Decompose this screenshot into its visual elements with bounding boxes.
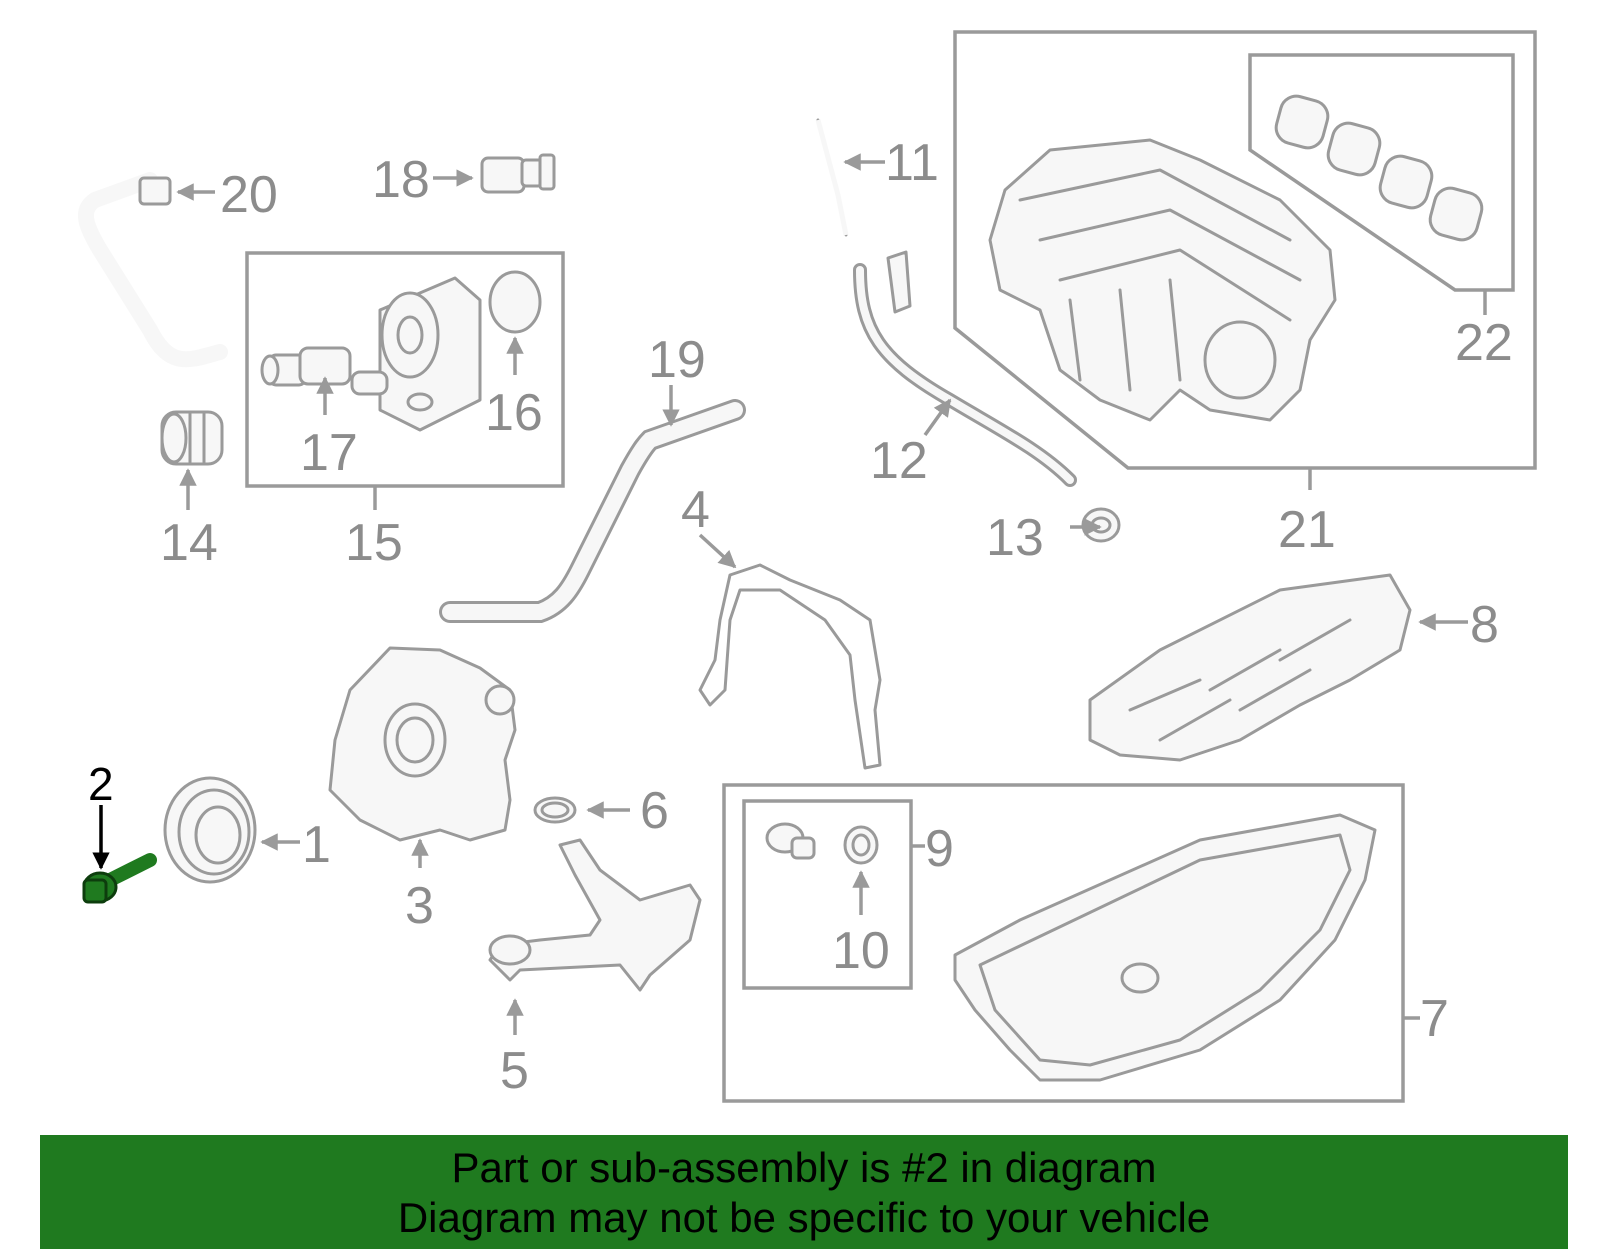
callout-4: 4 [681,481,710,539]
washer-part-10 [843,825,879,865]
callout-19: 19 [648,331,706,389]
callout-2: 2 [88,758,114,810]
callout-7: 7 [1420,990,1449,1048]
group-box-15 [245,251,565,488]
callout-10: 10 [832,922,890,980]
callout-9: 9 [925,820,954,878]
oil-pump-part-3 [328,646,517,842]
pulley-part-1 [163,776,257,884]
callout-5: 5 [500,1042,529,1100]
oil-filter-part-14 [160,410,224,466]
gaskets-part-22 [1274,94,1484,242]
callout-6: 6 [640,782,669,840]
banner-line-2: Diagram may not be specific to your vehi… [397,1194,1211,1241]
callout-21: 21 [1278,501,1336,559]
bolt-part-2 [82,853,157,904]
callout-8: 8 [1470,596,1499,654]
callout-11: 11 [885,134,939,192]
oil-cooler-part-15 [350,276,482,432]
callout-1: 1 [302,816,331,874]
callout-17: 17 [300,424,358,482]
group-box-21 [953,30,1537,470]
o-ring-part-16 [488,270,542,334]
intake-manifold-part-21 [988,138,1337,422]
callout-numbers: 1 2 3 4 5 6 7 8 9 10 11 12 13 14 15 16 1… [88,134,1513,1100]
callout-12: 12 [870,432,928,490]
baffle-part-8 [1088,573,1412,762]
group-box-7 [722,783,1405,1103]
callout-15: 15 [345,514,403,572]
group-box-9 [742,799,913,990]
callout-16: 16 [485,384,543,442]
drain-plug-part-9 [765,822,816,860]
banner-line-1: Part or sub-assembly is #2 in diagram [451,1144,1157,1191]
info-banner: Part or sub-assembly is #2 in diagram Di… [40,1135,1568,1249]
hose-part-20 [78,172,228,368]
oil-pan-part-7 [953,813,1377,1082]
leader-lines [92,153,1487,1035]
callout-22: 22 [1455,314,1513,372]
washer-part-13 [1081,507,1121,543]
callout-14: 14 [160,514,218,572]
callout-18: 18 [372,151,430,209]
callout-20: 20 [220,166,278,224]
gasket-part-4 [698,563,882,770]
callout-13: 13 [986,509,1044,567]
fitting-part-17 [260,346,352,387]
sensor-part-18 [480,153,556,194]
oil-pickup-part-5 [488,838,702,992]
callout-3: 3 [405,877,434,935]
tube-part-19 [439,399,746,623]
dipstick-part-11 [815,118,849,237]
